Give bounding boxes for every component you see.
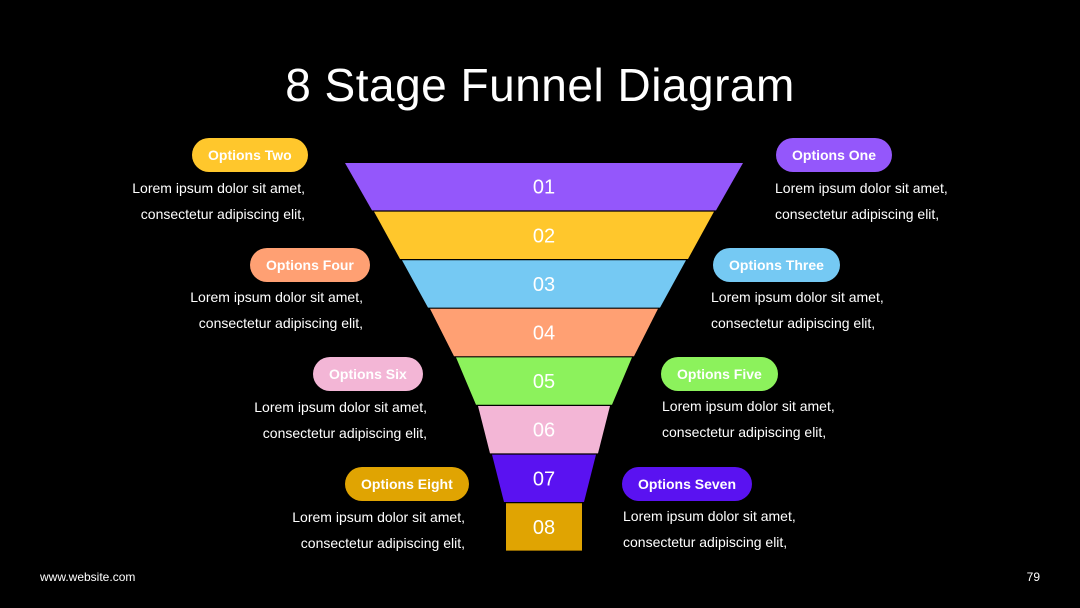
funnel-stage-one-number: 01 xyxy=(533,177,555,199)
option-two-pill: Options Two xyxy=(192,138,308,172)
option-one-pill: Options One xyxy=(776,138,892,172)
option-five-line2: consectetur adipiscing elit, xyxy=(662,424,827,440)
option-three-line2: consectetur adipiscing elit, xyxy=(711,315,876,331)
funnel-stage-one xyxy=(345,163,743,211)
option-five-pill: Options Five xyxy=(661,357,778,391)
option-one-description: Lorem ipsum dolor sit amet, consectetur … xyxy=(775,175,948,227)
option-one-line1: Lorem ipsum dolor sit amet, xyxy=(775,180,948,196)
option-seven-pill: Options Seven xyxy=(622,467,753,501)
funnel-stage-three xyxy=(402,260,686,308)
funnel-stage-six xyxy=(478,406,610,454)
option-four-line1: Lorem ipsum dolor sit amet, xyxy=(190,289,363,305)
option-three-description: Lorem ipsum dolor sit amet, consectetur … xyxy=(711,284,884,336)
page-number: 79 xyxy=(1026,570,1040,584)
option-six-line1: Lorem ipsum dolor sit amet, xyxy=(254,399,427,415)
option-seven-line2: consectetur adipiscing elit, xyxy=(623,534,788,550)
option-eight-description: Lorem ipsum dolor sit amet, consectetur … xyxy=(292,504,465,556)
option-five-line1: Lorem ipsum dolor sit amet, xyxy=(662,398,835,414)
funnel-stage-two-number: 02 xyxy=(533,225,555,247)
funnel-stage-seven-number: 07 xyxy=(533,468,555,490)
funnel-stage-seven xyxy=(492,454,596,502)
option-two-line2: consectetur adipiscing elit, xyxy=(140,206,305,222)
option-six-description: Lorem ipsum dolor sit amet, consectetur … xyxy=(254,394,427,446)
funnel-stage-eight-number: 08 xyxy=(533,517,555,539)
option-three-line1: Lorem ipsum dolor sit amet, xyxy=(711,289,884,305)
option-seven-line1: Lorem ipsum dolor sit amet, xyxy=(623,508,796,524)
option-six-line2: consectetur adipiscing elit, xyxy=(262,425,427,441)
option-four-line2: consectetur adipiscing elit, xyxy=(198,315,363,331)
option-six-pill: Options Six xyxy=(313,357,423,391)
option-four-description: Lorem ipsum dolor sit amet, consectetur … xyxy=(190,284,363,336)
funnel-stage-eight xyxy=(506,503,582,551)
option-one-line2: consectetur adipiscing elit, xyxy=(775,206,940,222)
option-four-pill: Options Four xyxy=(250,248,370,282)
funnel-stage-four-number: 04 xyxy=(533,323,555,345)
funnel-stage-two xyxy=(374,211,714,259)
option-three-pill: Options Three xyxy=(713,248,840,282)
funnel-stage-five-number: 05 xyxy=(533,371,555,393)
footer-website[interactable]: www.website.com xyxy=(40,570,136,584)
option-two-line1: Lorem ipsum dolor sit amet, xyxy=(132,180,305,196)
option-eight-pill: Options Eight xyxy=(345,467,469,501)
option-two-description: Lorem ipsum dolor sit amet, consectetur … xyxy=(132,175,305,227)
option-seven-description: Lorem ipsum dolor sit amet, consectetur … xyxy=(623,503,796,555)
funnel-stage-four xyxy=(430,308,658,357)
option-five-description: Lorem ipsum dolor sit amet, consectetur … xyxy=(662,393,835,445)
slide-title: 8 Stage Funnel Diagram xyxy=(285,59,795,111)
option-eight-line2: consectetur adipiscing elit, xyxy=(300,535,465,551)
option-eight-line1: Lorem ipsum dolor sit amet, xyxy=(292,509,465,525)
funnel-stage-five xyxy=(456,357,632,405)
funnel-stage-six-number: 06 xyxy=(533,420,555,442)
funnel-stage-three-number: 03 xyxy=(533,274,555,296)
